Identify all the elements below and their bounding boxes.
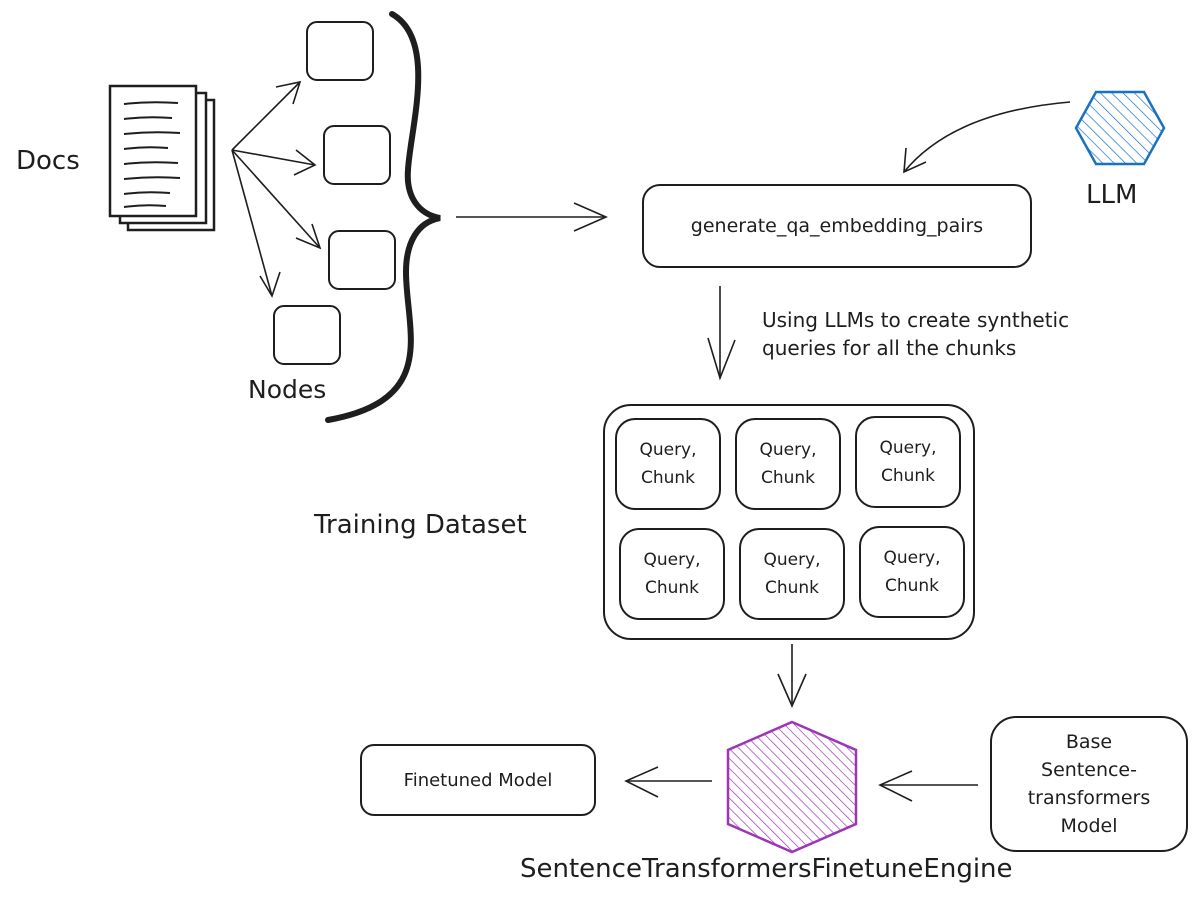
dataset-item: Query, Chunk	[855, 416, 961, 508]
chunk-label: Chunk	[880, 466, 936, 486]
nodes-label: Nodes	[248, 375, 327, 404]
engine-to-finetuned-arrow	[624, 766, 712, 798]
base-model-line: Model	[1060, 815, 1118, 837]
dataset-to-engine-arrow	[777, 644, 807, 708]
query-label: Query,	[639, 440, 697, 460]
docs-label: Docs	[16, 146, 80, 176]
chunk-label: Chunk	[760, 468, 816, 488]
dataset-item: Query, Chunk	[739, 528, 845, 620]
finetuned-model-box: Finetuned Model	[360, 744, 596, 816]
dataset-item: Query, Chunk	[859, 526, 965, 618]
chunk-label: Chunk	[640, 468, 696, 488]
dataset-item: Query, Chunk	[615, 418, 721, 510]
llm-label: LLM	[1086, 180, 1138, 210]
chunk-label: Chunk	[644, 578, 700, 598]
base-model-box: Base Sentence- transformers Model	[990, 716, 1188, 852]
brace-to-generate-arrow	[456, 202, 608, 232]
node-box-3	[328, 230, 396, 290]
query-label: Query,	[883, 548, 941, 568]
document-stack-icon	[108, 84, 216, 232]
node-box-4	[273, 305, 341, 365]
node-box-2	[323, 125, 391, 185]
node-box-1	[306, 21, 374, 81]
query-label: Query,	[643, 550, 701, 570]
base-model-line: transformers	[1027, 787, 1151, 809]
engine-label: SentenceTransformersFinetuneEngine	[520, 854, 1013, 884]
training-dataset-container: Query, Chunk Query, Chunk Query, Chunk Q…	[603, 404, 975, 640]
base-to-engine-arrow	[878, 770, 978, 802]
query-label: Query,	[879, 438, 937, 458]
dataset-item: Query, Chunk	[619, 528, 725, 620]
generate-to-dataset-arrow	[707, 286, 736, 381]
llm-hexagon-icon	[1074, 90, 1166, 166]
generate-qa-embedding-pairs-box: generate_qa_embedding_pairs	[642, 184, 1032, 268]
chunk-label: Chunk	[764, 578, 820, 598]
dataset-item: Query, Chunk	[735, 418, 841, 510]
training-dataset-label: Training Dataset	[314, 510, 527, 540]
annotation-line-2: queries for all the chunks	[762, 336, 1017, 360]
llm-to-generate-arrow	[903, 101, 1071, 174]
generate-qa-embedding-pairs-label: generate_qa_embedding_pairs	[690, 215, 984, 237]
base-model-line: Sentence-	[1041, 759, 1137, 781]
annotation-line-1: Using LLMs to create synthetic	[762, 308, 1070, 332]
query-label: Query,	[759, 440, 817, 460]
docs-to-nodes-arrows	[231, 80, 322, 298]
base-model-line: Base	[1065, 731, 1113, 753]
engine-hexagon-icon	[726, 720, 858, 854]
query-label: Query,	[763, 550, 821, 570]
chunk-label: Chunk	[884, 576, 940, 596]
finetuned-model-label: Finetuned Model	[403, 769, 553, 791]
nodes-brace	[325, 11, 441, 423]
